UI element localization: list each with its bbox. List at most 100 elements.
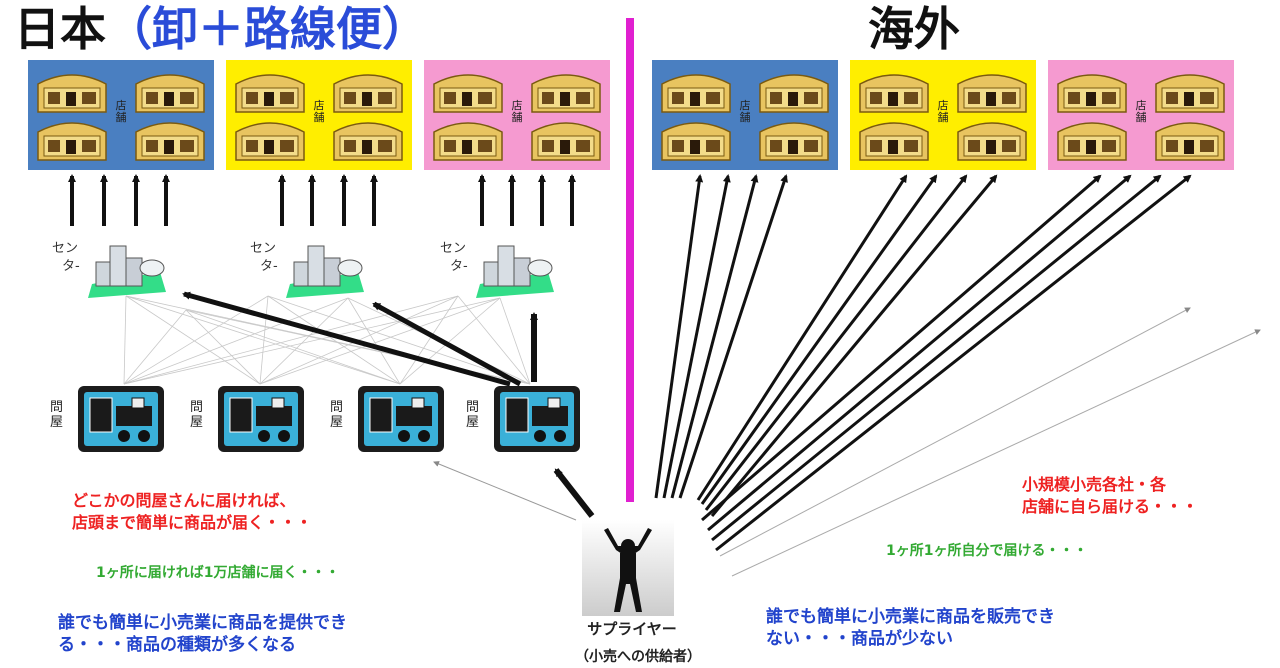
store-building-icon	[1057, 74, 1127, 113]
mesh-line	[125, 295, 401, 385]
store-building-icon	[433, 122, 503, 161]
mesh-line	[499, 297, 531, 385]
wholesaler-1: 問屋	[50, 384, 170, 454]
store-building-icon	[235, 122, 305, 161]
store-building-icon	[859, 122, 929, 161]
wholesaler-2: 問屋	[190, 384, 310, 454]
store-building-icon	[333, 74, 403, 113]
japan-note-red: どこかの問屋さんに届ければ、 店頭まで簡単に商品が届く・・・	[72, 490, 312, 534]
store-building-icon	[135, 122, 205, 161]
mesh-line	[457, 295, 531, 385]
store-building-icon	[1155, 74, 1225, 113]
supplier-to-store-arrow	[700, 174, 938, 505]
japan-note-blue-line2: る・・・商品の種類が多くなる	[58, 635, 296, 655]
supplier-thin-arrow	[731, 329, 1261, 577]
store-label: 店舗	[739, 99, 751, 124]
overseas-note-blue: 誰でも簡単に小売業に商品を販売でき ない・・・商品が少ない	[766, 606, 1055, 650]
store-building-icon	[135, 74, 205, 113]
center-label-top: セン	[52, 241, 79, 256]
japan-note-green: 1ヶ所に届ければ1万店舗に届く・・・	[96, 565, 340, 581]
wholesaler-truck-icon	[78, 386, 164, 452]
store-label: 店舗	[511, 99, 523, 124]
distribution-center-3: セン タ-	[436, 232, 556, 302]
overseas-note-green: 1ヶ所1ヶ所自分で届ける・・・	[886, 543, 1088, 559]
supplier-to-store-arrow	[670, 174, 759, 499]
wholesaler-label: 問屋	[330, 400, 344, 430]
wholesaler-label: 問屋	[466, 400, 480, 430]
japan-subtitle: （卸＋路線便）	[106, 2, 428, 56]
overseas-title: 海外	[868, 2, 960, 56]
supplier-figure	[582, 520, 674, 616]
supplier-to-store-arrow	[696, 174, 908, 501]
supplier-to-store-arrow	[701, 174, 1102, 522]
supplier-to-store-arrow	[715, 174, 1192, 552]
wholesaler-truck-icon	[358, 386, 444, 452]
center-label-bottom: タ-	[62, 259, 80, 274]
supplier-to-store-arrow	[662, 174, 731, 499]
supplier-label: サプライヤー	[587, 620, 677, 638]
store-building-icon	[235, 74, 305, 113]
mesh-line	[267, 295, 401, 385]
mesh-line	[347, 297, 401, 385]
store-building-icon	[661, 74, 731, 113]
supplier-to-store-arrow	[678, 174, 788, 499]
mesh-line	[123, 309, 187, 385]
mesh-line	[123, 297, 349, 385]
wholesaler-label: 問屋	[50, 400, 64, 430]
supplier-to-store-arrow	[707, 174, 1132, 532]
mesh-line	[123, 295, 127, 385]
mesh-line	[123, 297, 501, 385]
center-label-top: セン	[440, 241, 467, 256]
store-building-icon	[37, 74, 107, 113]
japan-title-text: 日本	[14, 2, 106, 56]
store-building-icon	[531, 122, 601, 161]
supplier-to-store-arrow	[654, 174, 704, 499]
mesh-line	[185, 309, 261, 385]
store-label: 店舗	[115, 99, 127, 124]
distribution-center-2: セン タ-	[246, 232, 366, 302]
supplier-thin-arrow	[719, 307, 1191, 557]
store-building-icon	[1057, 122, 1127, 161]
distribution-center-1: セン タ-	[48, 232, 168, 302]
store-building-icon	[957, 122, 1027, 161]
center-divider	[626, 18, 634, 502]
mesh-line	[123, 295, 459, 385]
store-building-icon	[957, 74, 1027, 113]
warehouse-icon	[476, 245, 554, 298]
store-label: 店舗	[313, 99, 325, 124]
wholesaler-3: 問屋	[330, 384, 450, 454]
store-building-icon	[1155, 122, 1225, 161]
warehouse-icon	[88, 245, 166, 298]
store-building-icon	[37, 122, 107, 161]
center-label-top: セン	[250, 241, 277, 256]
store-building-icon	[433, 74, 503, 113]
wholesaler-label: 問屋	[190, 400, 204, 430]
mesh-line	[259, 297, 349, 385]
mesh-line	[399, 297, 501, 385]
center-label-bottom: タ-	[260, 259, 278, 274]
wholesaler-truck-icon	[494, 386, 580, 452]
store-label: 店舗	[1135, 99, 1147, 124]
supplier-to-store-arrow	[704, 174, 968, 511]
supplier-person-icon	[582, 520, 674, 616]
japan-title: 日本（卸＋路線便）	[14, 6, 428, 52]
center-label-bottom: タ-	[450, 259, 468, 274]
mesh-line	[399, 295, 459, 385]
japan-note-red-line1: どこかの問屋さんに届ければ、	[72, 491, 296, 510]
supplier-to-store-arrow	[710, 174, 998, 517]
overseas-note-blue-line2: ない・・・商品が少ない	[766, 629, 953, 649]
supplier-to-wholesaler-arrow	[553, 468, 595, 518]
store-building-icon	[859, 74, 929, 113]
supplier-to-wholesaler-arrow	[433, 461, 577, 521]
supplier-sublabel: （小売への供給者）	[575, 649, 701, 665]
mesh-line	[267, 295, 531, 385]
japan-note-blue: 誰でも簡単に小売業に商品を提供でき る・・・商品の種類が多くなる	[58, 612, 347, 656]
store-building-icon	[661, 122, 731, 161]
japan-note-red-line2: 店頭まで簡単に商品が届く・・・	[72, 513, 313, 532]
store-building-icon	[759, 74, 829, 113]
overseas-note-blue-line1: 誰でも簡単に小売業に商品を販売でき	[766, 607, 1055, 627]
wholesaler-4: 問屋	[466, 384, 586, 454]
mesh-line	[185, 309, 401, 385]
supplier-to-store-arrow	[711, 174, 1162, 542]
